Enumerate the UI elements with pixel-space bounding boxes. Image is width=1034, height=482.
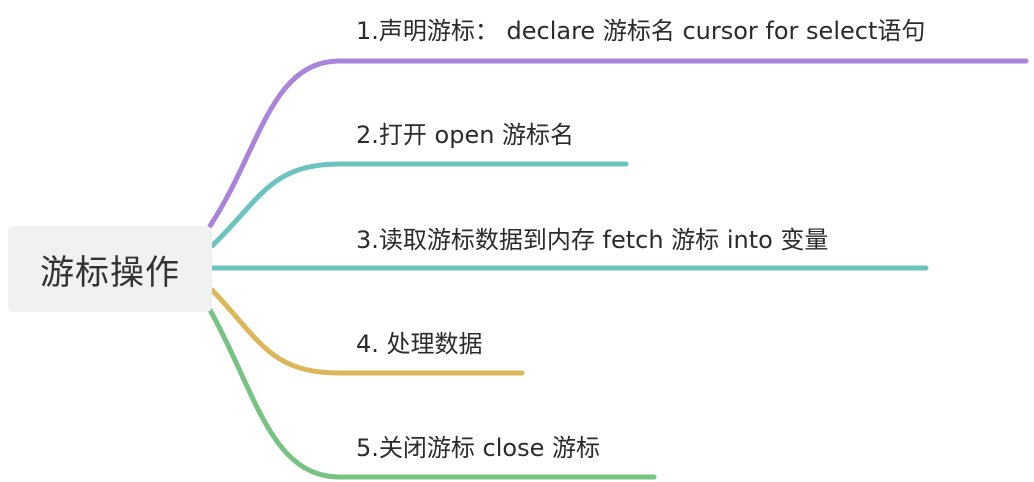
root-node-label: 游标操作 (40, 252, 180, 293)
branch-label-process[interactable]: 4. 处理数据 (356, 330, 483, 358)
branch-connector-process (209, 287, 525, 376)
branch-connector-open (209, 161, 629, 249)
branch-connector-close (207, 307, 657, 480)
branch-connector-declare (207, 58, 1029, 229)
branch-label-open[interactable]: 2.打开 open 游标名 (356, 121, 575, 149)
branch-label-fetch[interactable]: 3.读取游标数据到内存 fetch 游标 into 变量 (356, 226, 829, 254)
branch-label-declare[interactable]: 1.声明游标： declare 游标名 cursor for select语句 (356, 17, 926, 45)
branch-label-close[interactable]: 5.关闭游标 close 游标 (356, 434, 600, 462)
root-node[interactable]: 游标操作 (8, 226, 212, 312)
